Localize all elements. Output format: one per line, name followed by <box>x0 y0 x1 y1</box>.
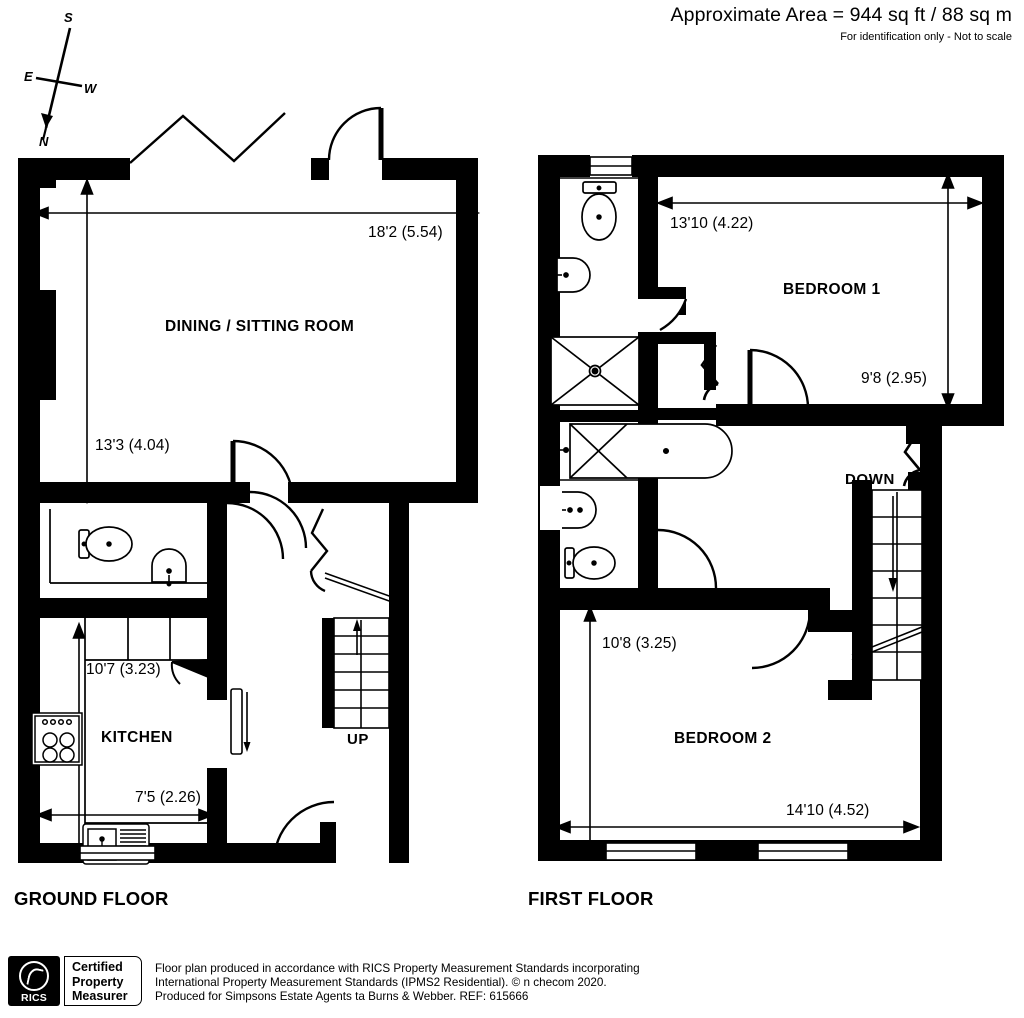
dimension-bedroom2-width: 14'10 (4.52) <box>786 802 870 819</box>
kitchen-cupboard-door <box>170 658 207 685</box>
compass-label-north: N <box>39 134 49 149</box>
cpm-line-1: Certified <box>72 960 123 974</box>
dimension-ground-width: 18'2 (5.54) <box>368 224 443 241</box>
ground-back-door <box>272 800 335 863</box>
cpm-line-3: Measurer <box>72 989 128 1003</box>
ground-understair-door <box>309 508 329 593</box>
footer-line-3: Produced for Simpsons Estate Agents ta B… <box>155 990 529 1004</box>
ground-dimension-arrows <box>31 177 481 862</box>
first-bedroom2-door <box>751 609 812 670</box>
footer <box>0 930 1024 1018</box>
first-landing-door <box>902 431 921 487</box>
kitchen-window <box>79 845 156 861</box>
rics-wordmark: RICS <box>21 992 47 1004</box>
first-floor-label: FIRST FLOOR <box>528 888 654 909</box>
rics-logo: RICS <box>8 956 60 1006</box>
first-floor-walls <box>538 155 1004 861</box>
first-cupboard-doors <box>700 344 719 401</box>
dimension-bedroom1-width: 13'10 (4.22) <box>670 215 754 232</box>
footer-line-1: Floor plan produced in accordance with R… <box>155 962 640 975</box>
compass-rose <box>35 27 83 141</box>
ground-wc-fixtures <box>49 509 207 587</box>
cpm-line-2: Property <box>72 974 124 989</box>
first-floor-plan <box>538 155 1004 861</box>
certified-property-measurer-badge: Certified Property Measurer <box>64 956 142 1006</box>
room-label-dining-sitting-room: DINING / SITTING ROOM <box>165 318 355 335</box>
ground-floor-plan <box>18 106 481 865</box>
first-bedroom2-windows <box>605 842 849 861</box>
ground-wc-door <box>226 501 285 560</box>
ground-bay-window <box>129 112 286 164</box>
hall-radiator <box>230 688 251 755</box>
compass-label-west: W <box>84 81 97 96</box>
dimension-ground-depth: 13'3 (4.04) <box>95 437 170 454</box>
first-ensuite-door <box>658 298 688 332</box>
approximate-area-text: Approximate Area = 944 sq ft / 88 sq m <box>670 4 1012 26</box>
room-label-bedroom-1: BEDROOM 1 <box>783 281 881 298</box>
ground-front-door <box>327 106 384 161</box>
compass-label-east: E <box>24 69 33 84</box>
kitchen-hob <box>31 712 83 766</box>
first-ensuite-fixtures <box>549 177 640 406</box>
rics-emblem-icon <box>19 961 49 991</box>
room-label-kitchen: KITCHEN <box>101 729 173 746</box>
dimension-bedroom2-depth: 10'8 (3.25) <box>602 635 677 652</box>
footer-divider <box>0 930 1024 931</box>
footer-disclaimer-text: Floor plan produced in accordance with R… <box>155 962 775 1005</box>
first-bathroom-door <box>657 528 718 589</box>
ground-hall-door <box>230 439 308 549</box>
first-bathroom-fixtures <box>540 423 733 580</box>
first-staircase <box>851 489 923 681</box>
dimension-kitchen-width: 7'5 (2.26) <box>135 789 201 806</box>
first-top-window <box>589 156 633 176</box>
ground-floor-walls <box>18 158 478 863</box>
first-bedroom1-door <box>747 348 810 409</box>
stairs-up-label: UP <box>347 731 370 748</box>
compass-label-south: S <box>64 10 73 25</box>
dimension-bedroom1-depth: 9'8 (2.95) <box>861 370 927 387</box>
ground-floor-label: GROUND FLOOR <box>14 888 169 909</box>
ground-staircase <box>324 572 393 729</box>
room-label-bedroom-2: BEDROOM 2 <box>674 730 772 747</box>
first-dimension-arrows <box>553 171 985 859</box>
identification-disclaimer: For identification only - Not to scale <box>840 31 1012 43</box>
footer-line-2: International Property Measurement Stand… <box>155 976 607 990</box>
dimension-kitchen-depth: 10'7 (3.23) <box>86 661 161 678</box>
